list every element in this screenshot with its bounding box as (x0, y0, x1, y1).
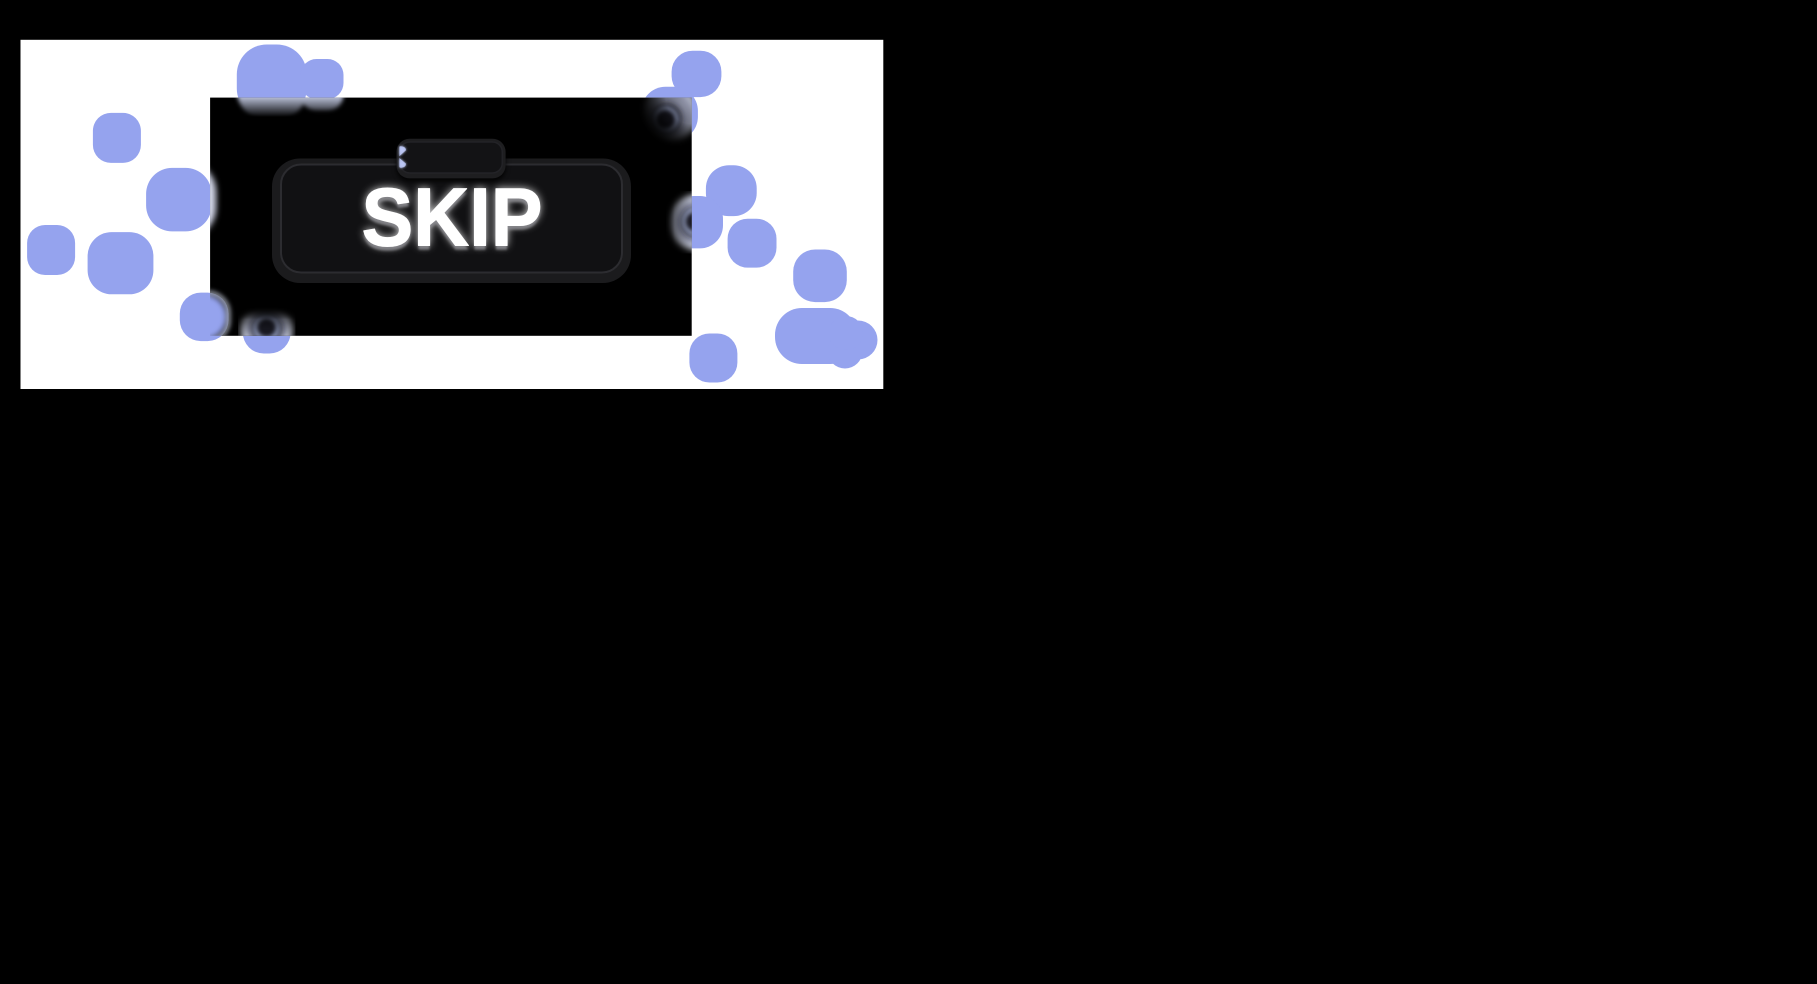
svg-text:SKIP: SKIP (362, 171, 543, 263)
svg-text:SKIP: SKIP (362, 175, 543, 267)
svg-text:SKIP: SKIP (362, 171, 543, 263)
